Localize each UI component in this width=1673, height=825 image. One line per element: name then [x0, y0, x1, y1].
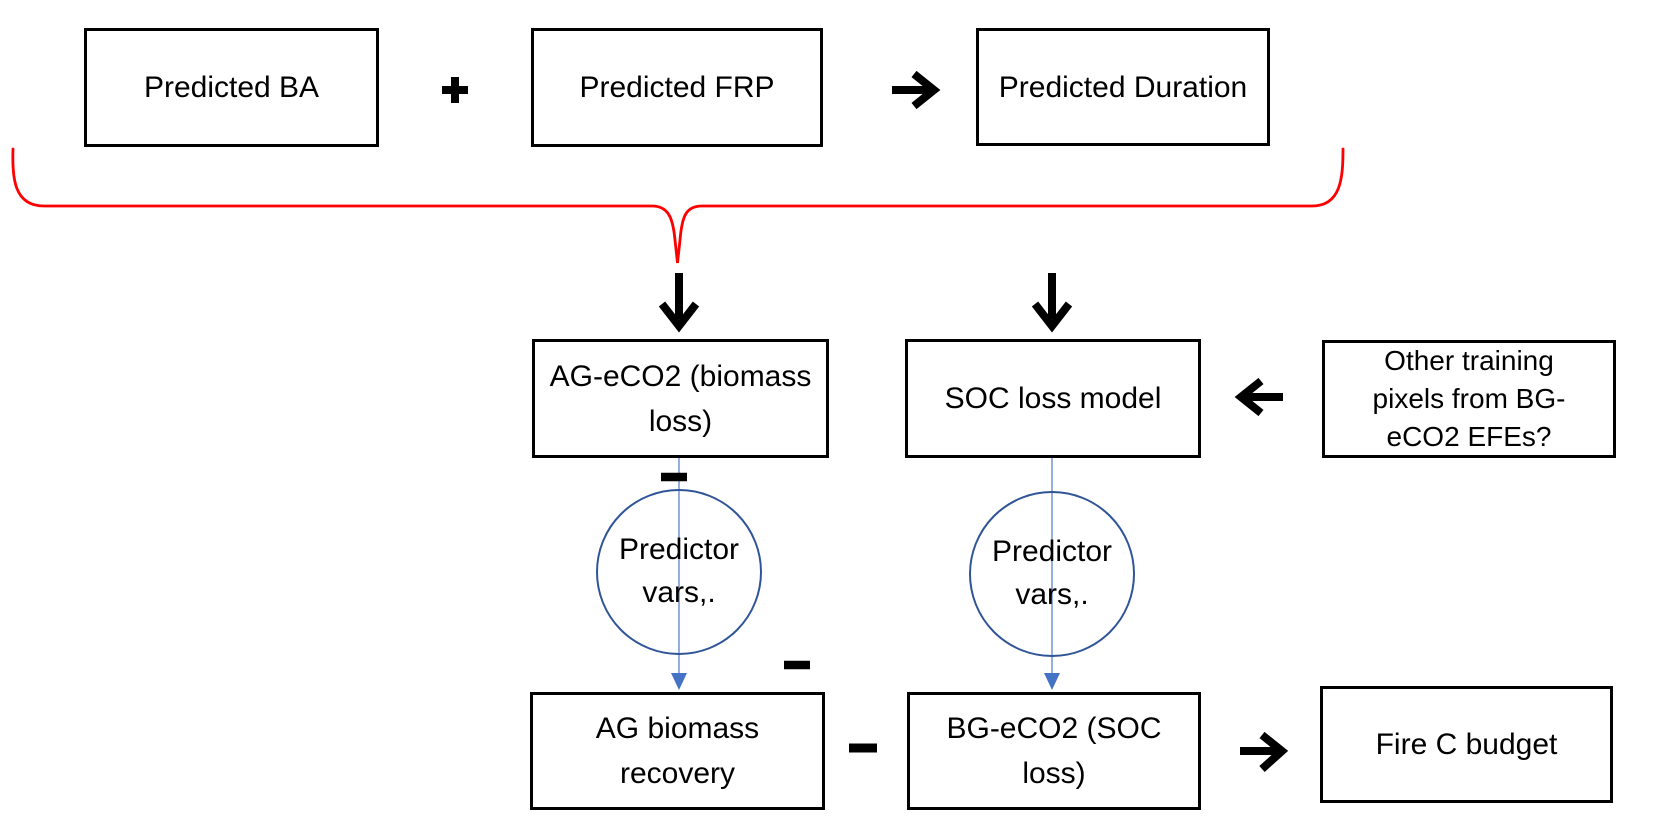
box-ag-eco2-biomass-loss: AG-eCO2 (biomass loss) — [532, 339, 829, 458]
curly-brace — [11, 147, 1345, 264]
box-predicted-frp: Predicted FRP — [531, 28, 823, 147]
box-other-training-pixels: Other training pixels from BG- eCO2 EFEs… — [1322, 340, 1616, 458]
arrow-down-icon — [658, 273, 700, 333]
circle-predictor-vars: Predictor vars,. — [969, 491, 1135, 657]
box-bg-eco2-soc-loss: BG-eCO2 (SOC loss) — [907, 692, 1201, 810]
circle-predictor-vars: Predictor vars,. — [596, 489, 762, 655]
arrow-left-icon — [1234, 377, 1283, 417]
plus-icon — [442, 77, 468, 103]
arrow-right-icon — [892, 70, 941, 110]
box-fire-c-budget: Fire C budget — [1320, 686, 1613, 803]
arrow-right-icon — [1240, 731, 1289, 772]
box-predicted-duration: Predicted Duration — [976, 28, 1270, 146]
box-ag-biomass-recovery: AG biomass recovery — [530, 692, 825, 810]
arrow-down-icon — [1031, 273, 1073, 333]
connector-right-arrowhead-icon — [1044, 673, 1060, 690]
box-predicted-ba: Predicted BA — [84, 28, 379, 147]
connector-left-arrowhead-icon — [671, 673, 687, 690]
box-soc-loss-model: SOC loss model — [905, 339, 1201, 458]
